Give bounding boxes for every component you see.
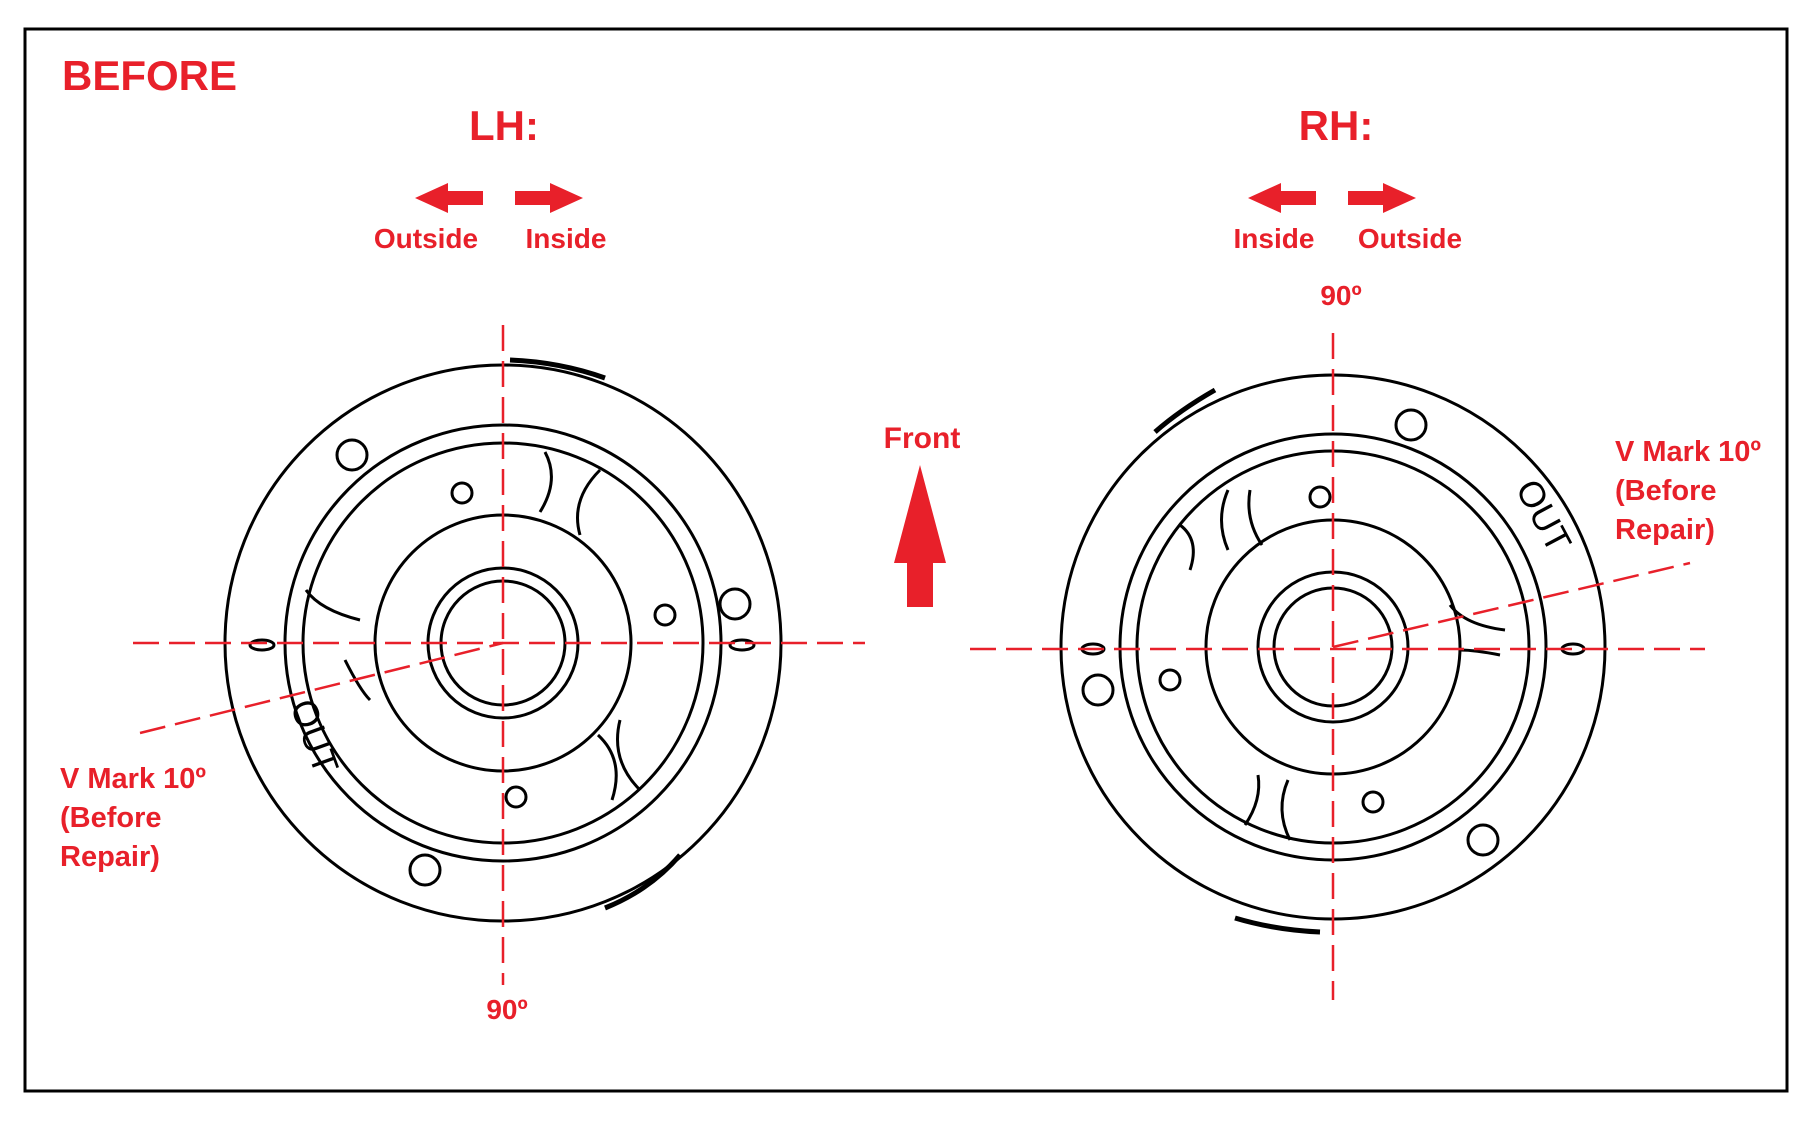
right-rim-mark: [1153, 387, 1217, 434]
right-bolt-hole: [1081, 673, 1115, 707]
right-hook: [1179, 523, 1195, 571]
right-view: RH: Inside Outside 90º: [970, 102, 1761, 1000]
left-inside-label: Inside: [526, 223, 607, 254]
right-bolt-hole: [1394, 408, 1428, 442]
right-arrow-outside: [1348, 183, 1416, 213]
right-bolt-hole: [1466, 823, 1500, 857]
left-arrow-outside: [415, 183, 483, 213]
right-angle-label: 90º: [1320, 280, 1361, 311]
right-v-mark-line: [1332, 561, 1691, 649]
left-small-hole: [450, 481, 474, 505]
right-arrow-inside: [1248, 183, 1316, 213]
title: BEFORE: [62, 52, 237, 99]
right-rim-mark: [1234, 915, 1321, 935]
left-slot: [728, 638, 756, 652]
left-hook: [576, 468, 602, 536]
right-hook: [1448, 604, 1506, 632]
right-v-mark-label: (Before: [1615, 475, 1717, 507]
right-small-hole: [1158, 668, 1182, 692]
left-angle-label: 90º: [486, 994, 527, 1025]
left-centerlines: [133, 325, 865, 985]
right-v-mark-label: V Mark 10º: [1615, 436, 1761, 468]
left-small-hole: [653, 603, 677, 627]
left-bolt-hole: [335, 438, 369, 472]
left-bolt-hole: [718, 587, 752, 621]
right-hook: [1247, 489, 1264, 546]
right-inside-label: Inside: [1234, 223, 1315, 254]
left-v-mark-label: V Mark 10º: [60, 763, 206, 795]
left-v-mark-label: Repair): [60, 841, 160, 873]
left-outside-label: Outside: [374, 223, 478, 254]
left-rim-mark: [509, 357, 606, 381]
right-small-hole: [1308, 485, 1332, 509]
left-heading: LH:: [469, 102, 539, 149]
left-hook: [596, 733, 618, 801]
front-arrow: [894, 465, 946, 607]
right-small-hole: [1361, 790, 1385, 814]
left-v-mark-label: (Before: [60, 802, 162, 834]
right-v-mark-label: Repair): [1615, 514, 1715, 546]
right-hook: [1243, 774, 1261, 826]
left-hook: [343, 659, 372, 702]
left-small-hole: [504, 785, 528, 809]
left-hook: [304, 589, 361, 622]
left-arrow-inside: [515, 183, 583, 213]
left-hook: [616, 719, 642, 792]
right-centerlines: [970, 333, 1705, 1000]
left-hook: [538, 451, 553, 513]
left-view: LH: Outside Inside: [60, 102, 865, 1025]
front-label: Front: [884, 422, 961, 455]
left-v-mark-line: [139, 641, 504, 735]
right-hook: [1280, 779, 1292, 841]
left-slot: [248, 638, 276, 652]
front-indicator: Front: [884, 422, 961, 607]
right-hook: [1220, 489, 1230, 551]
left-bolt-hole: [408, 853, 442, 887]
left-rim-mark: [604, 853, 682, 911]
right-heading: RH:: [1299, 102, 1374, 149]
right-outside-label: Outside: [1358, 223, 1462, 254]
